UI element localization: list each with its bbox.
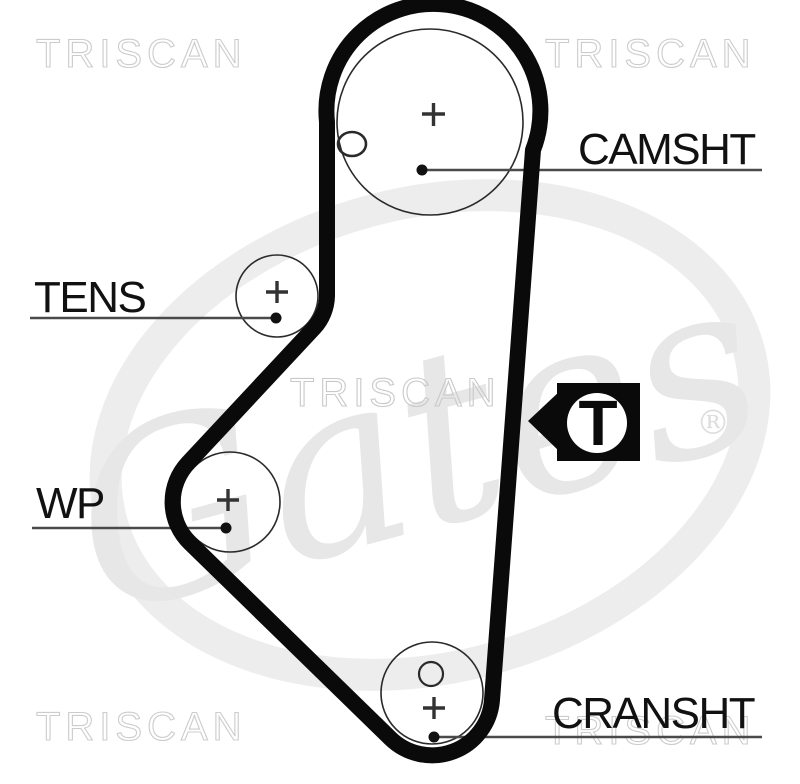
triscan-watermark-top-left: TRISCAN (36, 32, 247, 76)
tensioner-leader-dot (270, 312, 282, 324)
camshaft-center-cross (422, 103, 445, 126)
water-pump-leader-dot (220, 522, 232, 534)
triscan-watermark-center: TRISCAN (290, 371, 501, 415)
timing-belt-path (164, 0, 549, 764)
t-marker-circle (567, 393, 627, 453)
t-marker: T (528, 383, 640, 461)
crankshaft-leader-dot (428, 731, 440, 743)
triscan-watermark-bottom-right: TRISCAN (545, 709, 756, 753)
t-marker-letter: T (578, 387, 617, 459)
label-layer: CAMSHT TENS WP CRANSHT (34, 125, 757, 738)
tensioner-center-cross (266, 281, 288, 303)
triscan-watermark-top-right: TRISCAN (545, 32, 756, 76)
water-pump-center-cross (217, 489, 239, 511)
leader-line-layer (30, 164, 762, 743)
triscan-watermark-bottom-left: TRISCAN (36, 705, 247, 749)
crankshaft-label: CRANSHT (552, 689, 755, 738)
crankshaft-pulley-circle (380, 641, 484, 745)
camshaft-label: CAMSHT (578, 125, 755, 174)
crankshaft-timing-hole (417, 660, 445, 688)
center-marker-layer (217, 103, 445, 719)
water-pump-label: WP (36, 479, 104, 528)
t-marker-arrow-left-icon (528, 390, 561, 453)
gates-logo-watermark: Gates (44, 220, 789, 671)
tensioner-label: TENS (34, 273, 146, 322)
camshaft-leader-dot (416, 164, 428, 176)
tensioner-pulley-circle (235, 254, 319, 338)
pulley-layer (179, 28, 524, 745)
camshaft-pulley-circle (336, 28, 524, 216)
crankshaft-center-cross (423, 697, 445, 719)
registered-trademark-watermark: ® (696, 403, 730, 443)
camshaft-timing-hole (336, 130, 368, 158)
